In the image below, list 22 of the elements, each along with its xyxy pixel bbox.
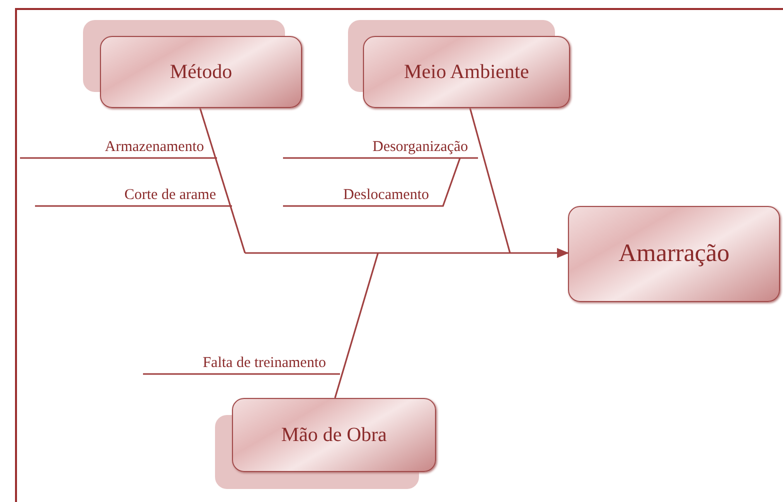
cause-label: Corte de arame bbox=[124, 187, 217, 205]
category-label: Amarração bbox=[618, 240, 730, 268]
category-box bbox=[568, 206, 780, 302]
category-box bbox=[232, 398, 436, 472]
category-label: Mão de Obra bbox=[281, 424, 387, 446]
spine-arrow bbox=[245, 248, 569, 258]
category-box bbox=[100, 36, 302, 108]
category-box bbox=[363, 36, 570, 108]
branch-line bbox=[469, 108, 511, 254]
category-label: Meio Ambiente bbox=[404, 60, 529, 84]
branch-line bbox=[199, 108, 246, 254]
branch-line bbox=[283, 158, 461, 207]
cause-label: Deslocamento bbox=[343, 187, 430, 205]
category-label: Método bbox=[170, 60, 232, 84]
branch-line bbox=[334, 252, 379, 398]
cause-label: Desorganização bbox=[372, 139, 469, 157]
cause-label: Armazenamento bbox=[104, 139, 205, 157]
branch-line bbox=[143, 373, 340, 375]
branch-line bbox=[35, 205, 232, 207]
cause-label: Falta de treinamento bbox=[202, 355, 327, 373]
branch-line bbox=[20, 157, 217, 159]
branch-line bbox=[283, 157, 478, 159]
